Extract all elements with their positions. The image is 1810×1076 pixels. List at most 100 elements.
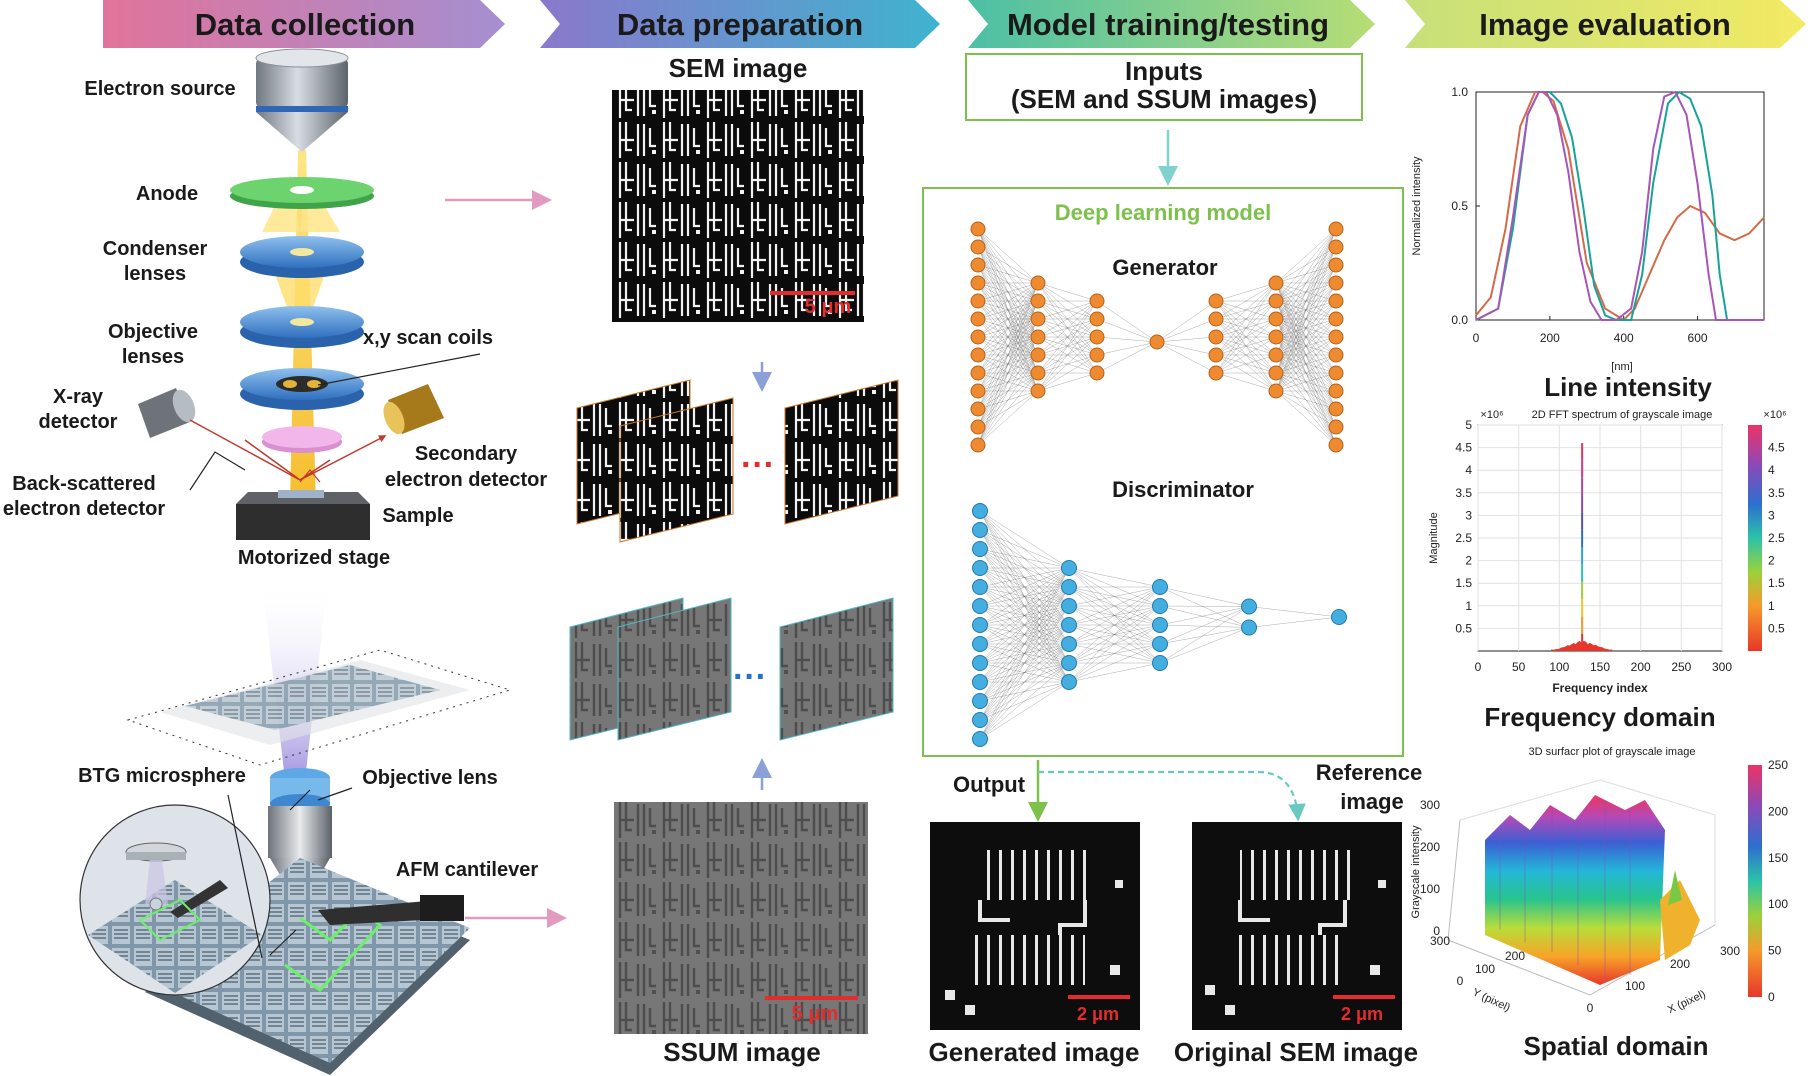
neuron-node [1328,257,1344,273]
neuron-node [970,221,986,237]
ssum-scale-bar-label: 5 μm [792,1003,839,1025]
header-banners: Data collection Data preparation Model t… [103,0,1806,48]
inputs-subtitle: (SEM and SSUM images) [1011,84,1317,114]
fft-colorbar-tick: 0.5 [1768,621,1785,635]
fft-xtick-label: 250 [1671,660,1691,674]
network-edges [979,510,1340,740]
neuron-node [972,693,988,709]
motorized-stage-icon [236,490,370,540]
neuron-node [1208,293,1224,309]
original-sem-image [1192,822,1402,1030]
neuron-node [1268,293,1284,309]
ssum-image [614,802,868,1034]
neuron-node [970,365,986,381]
surface-xtick-label: 0 [1587,1001,1594,1015]
neuron-node [1089,365,1105,381]
surface-ytick-label: 300 [1430,934,1450,948]
fft-ylabel: Magnitude [1428,512,1440,563]
neuron-node [1030,329,1046,345]
neuron-node [970,329,986,345]
surface-ytick-label: 100 [1475,962,1495,976]
header-image-evaluation: Image evaluation [1479,7,1731,42]
neuron-node [1328,329,1344,345]
neuron-node [1268,311,1284,327]
svg-text:···: ··· [733,658,767,696]
surface-ztick-label: 200 [1420,840,1440,854]
surface-ztick-label: 300 [1420,798,1440,812]
line-xtick-label: 200 [1540,331,1560,345]
line-xtick-label: 600 [1688,331,1708,345]
fft-colorbar-tick: 1 [1768,599,1775,613]
neuron-node [1030,347,1046,363]
label-generated-image: Generated image [929,1037,1140,1067]
label-backscatter-2: electron detector [3,498,165,520]
fft-xtick-label: 150 [1590,660,1610,674]
scan-coils-icon [240,368,364,410]
generated-image [930,822,1140,1030]
neuron-node [1089,311,1105,327]
fft-ytick-label: 4.5 [1455,441,1472,455]
surface-ytick-label: 200 [1505,949,1525,963]
fft-chart-title: 2D FFT spectrum of grayscale image [1532,409,1713,421]
neuron-node [1208,347,1224,363]
surface-colorbar [1748,765,1762,997]
fft-spectrum [1551,443,1613,651]
label-reference-2: image [1340,789,1404,814]
fft-ytick-label: 3.5 [1455,486,1472,500]
arrow-reference [1038,770,1306,822]
ssum-setup-illustration [79,580,512,1075]
electron-source-icon [255,48,349,152]
fft-xtick-label: 50 [1512,660,1526,674]
neuron-node [972,522,988,538]
fft-y-multiplier: ×10⁶ [1480,409,1503,421]
neuron-node [1208,311,1224,327]
label-objective-2: lenses [122,346,184,368]
label-output: Output [953,772,1026,797]
neuron-node [972,598,988,614]
neuron-node [972,617,988,633]
label-line-intensity: Line intensity [1544,372,1712,402]
generator-label: Generator [1112,255,1218,280]
banner-image-evaluation [1405,0,1806,48]
surface-colorbar-tick: 100 [1768,897,1788,911]
line-series-2 [1475,90,1764,321]
neuron-node [972,579,988,595]
fft-ytick-label: 2 [1465,554,1472,568]
neuron-node [1149,334,1165,350]
label-motorized-stage: Motorized stage [238,547,390,569]
discriminator-label: Discriminator [1112,477,1254,502]
neuron-node [1152,598,1168,614]
label-xray-1: X-ray [53,386,104,408]
surface-xlabel: X (pixel) [1666,988,1708,1016]
neuron-node [1061,598,1077,614]
neuron-node [1061,560,1077,576]
label-original-sem: Original SEM image [1174,1037,1418,1067]
sem-scale-bar-label: 5 μm [805,296,852,318]
neuron-node [970,239,986,255]
surface-ztick-label: 0 [1433,924,1440,938]
neuron-node [1268,365,1284,381]
neuron-node [1030,365,1046,381]
label-condenser-1: Condenser [103,238,208,260]
neuron-node [970,275,986,291]
label-backscatter-1: Back-scattered [12,473,155,495]
neuron-node [1061,674,1077,690]
neuron-node [1328,275,1344,291]
fft-ytick-label: 1.5 [1455,576,1472,590]
afm-cantilever-icon [318,895,464,925]
surface-colorbar-tick: 50 [1768,944,1782,958]
fft-ytick-label: 0.5 [1455,621,1472,635]
neuron-node [1030,293,1046,309]
deep-learning-title: Deep learning model [1055,200,1271,225]
neuron-node [1089,293,1105,309]
neuron-node [1328,401,1344,417]
line-chart-series [1475,90,1765,322]
neuron-node [1152,636,1168,652]
label-reference-1: Reference [1316,760,1422,785]
surface-xtick-label: 300 [1720,944,1740,958]
header-model-training: Model training/testing [1007,7,1329,42]
neuron-node [970,419,986,435]
neuron-node [970,401,986,417]
neuron-node [970,257,986,273]
ssum-patch-stack: ··· [569,597,894,741]
